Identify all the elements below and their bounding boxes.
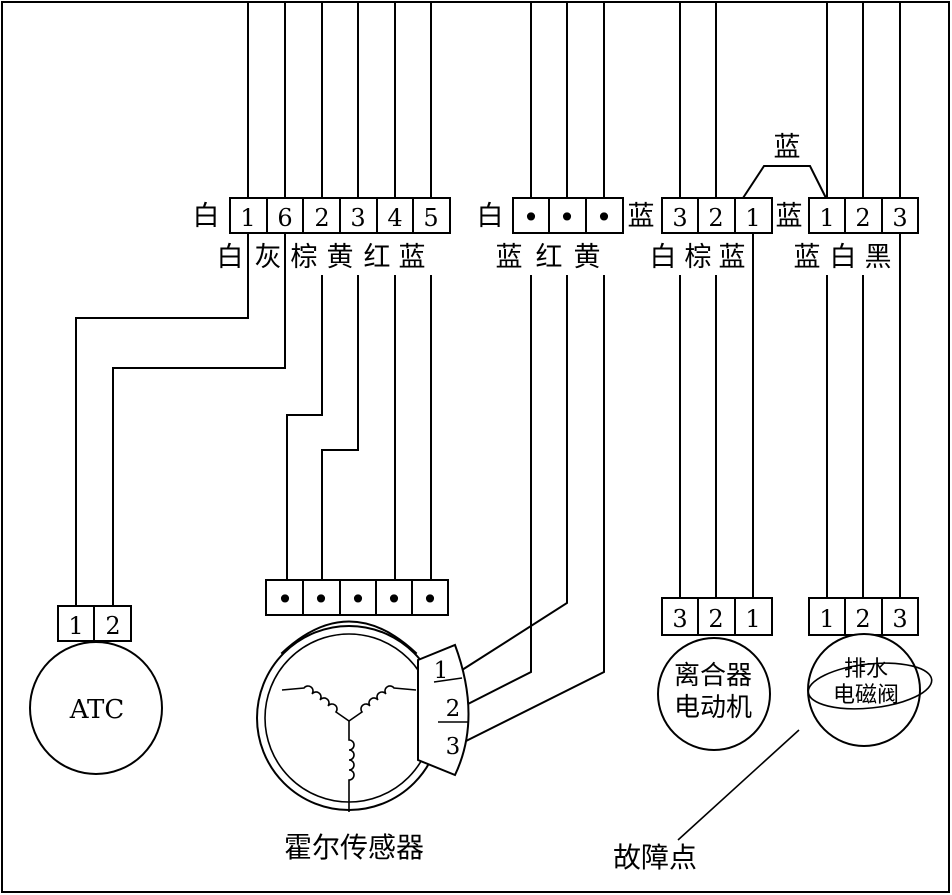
hall-label: 霍尔传感器: [284, 831, 424, 864]
pin-label: 2: [855, 204, 870, 232]
clutch-label-line2: 电动机: [674, 693, 752, 723]
pin-label: 2: [314, 204, 329, 232]
pin-label: 2: [708, 204, 723, 232]
wire-color-label: 蓝: [496, 242, 523, 273]
pin-dot: •: [596, 201, 613, 234]
wire-color-label: 蓝: [794, 242, 821, 273]
clutch-motor-component: 3 2 1 离合器 电动机: [657, 597, 773, 751]
pin-dot: •: [523, 201, 540, 234]
wire-color-label: 白: [650, 242, 677, 273]
pin-label: 3: [446, 734, 461, 760]
wire-color-label: 红: [536, 242, 563, 273]
pin-label: 2: [708, 605, 723, 633]
connector-top-valve-housing: [808, 197, 919, 234]
hall-side-pin-block: [417, 643, 470, 777]
pin-dot: •: [559, 201, 576, 234]
clutch-connector: [661, 597, 773, 636]
pin-label: 6: [277, 204, 292, 232]
atc-component: 1 2 ATC: [29, 598, 163, 775]
pin-label: 3: [672, 605, 687, 633]
atc-label: ATC: [69, 695, 125, 725]
connector-top-mid-left-label: 白: [477, 201, 504, 232]
connector-top-clutch: 3 2 1 白 棕 蓝: [650, 197, 773, 273]
wire-color-label: 红: [364, 242, 391, 273]
fault-leader-line: [677, 729, 800, 841]
connector-top-valve: 蓝 1 2 3 蓝 白 黑: [776, 197, 919, 273]
clutch-label-line1: 离合器: [674, 661, 752, 691]
fault-label: 故障点: [613, 841, 697, 874]
jumper-label: 蓝: [774, 132, 801, 163]
pin-label: 2: [855, 605, 870, 633]
connector-top-left-side-label: 白: [193, 201, 220, 232]
wire-color-label: 棕: [685, 242, 712, 273]
wire-color-label: 白: [830, 242, 857, 273]
wires: [75, 2, 901, 743]
pin-label: 3: [672, 204, 687, 232]
pin-label: 1: [819, 605, 834, 633]
pin-label: 3: [350, 204, 365, 232]
wire-color-label: 蓝: [399, 242, 426, 273]
fault-marker-ellipse: [807, 662, 933, 710]
connector-top-valve-side-label: 蓝: [776, 201, 803, 232]
valve-label-line1: 排水: [844, 657, 888, 682]
wire-color-label: 黄: [574, 242, 601, 273]
wire-color-label: 灰: [255, 242, 282, 273]
pin-dot: •: [277, 583, 294, 616]
hall-sensor-component: • • • • • 1 2 3 霍尔传感器: [256, 579, 470, 864]
connector-top-clutch-housing: [661, 197, 773, 234]
pin-label: 1: [240, 204, 255, 232]
pin-label: 1: [745, 204, 760, 232]
pin-dot: •: [350, 583, 367, 616]
connector-top-mid-housing: [512, 197, 624, 234]
connector-top-mid-right-label: 蓝: [628, 201, 655, 232]
pin-label: 1: [68, 612, 83, 640]
pin-dot: •: [386, 583, 403, 616]
wire-color-label: 黑: [865, 242, 892, 273]
valve-label-line2: 电磁阀: [833, 683, 899, 708]
pin-label: 4: [387, 204, 402, 232]
connector-top-left: 白 1 6 2 3 4 5 白 灰 棕 黄 红 蓝: [193, 197, 451, 273]
valve-connector: [808, 597, 919, 636]
coil-windings-icon: [281, 685, 417, 812]
pin-label: 1: [745, 605, 760, 633]
wire-color-label: 白: [217, 242, 244, 273]
pin-label: 2: [446, 696, 461, 722]
pin-label: 3: [892, 605, 907, 633]
pin-label: 3: [892, 204, 907, 232]
pin-dot: •: [422, 583, 439, 616]
clutch-body: [657, 637, 771, 751]
wire-color-label: 棕: [291, 242, 318, 273]
pin-label: 1: [434, 658, 449, 684]
pin-dot: •: [313, 583, 330, 616]
drain-valve-component: 1 2 3 排水 电磁阀: [807, 597, 933, 747]
connector-top-mid: 白 蓝 • • • 蓝 红 黄: [477, 197, 655, 273]
pin-label: 1: [819, 204, 834, 232]
pin-label: 5: [423, 204, 438, 232]
wire-color-label: 黄: [327, 242, 354, 273]
hall-top-connector: [265, 579, 449, 616]
atc-body: [29, 641, 163, 775]
pin-label: 2: [105, 612, 120, 640]
wire-color-label: 蓝: [719, 242, 746, 273]
